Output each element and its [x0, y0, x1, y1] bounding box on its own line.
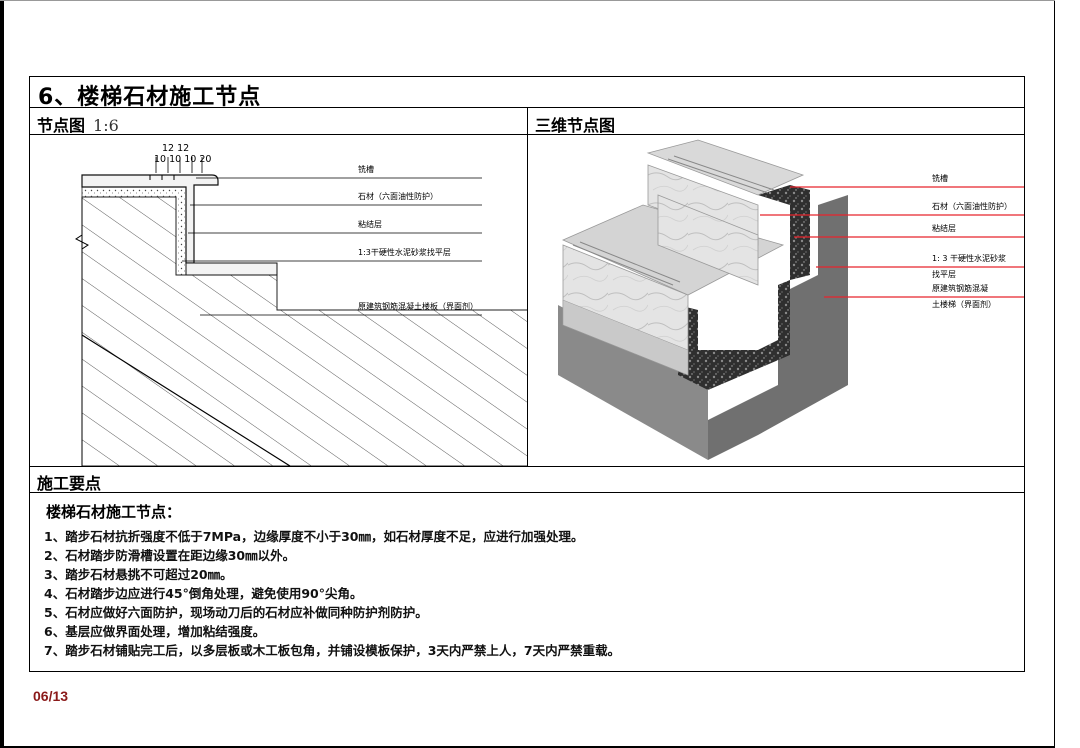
- section-detail-drawing: 12 12 10 10 10 20 铣槽 石材（六面油性防护） 粘结层 1:3干…: [75, 143, 527, 466]
- break-line: [75, 234, 89, 250]
- three-d-callout-groove: 铣槽: [932, 173, 948, 183]
- stair-soffit-line: [81, 334, 291, 466]
- page-title: 6、楼梯石材施工节点: [38, 85, 262, 110]
- detail-callout-mortar: 1:3干硬性水泥砂浆找平层: [358, 247, 451, 257]
- three-d-leaders: [760, 186, 1024, 298]
- detail-callout-adhesive: 粘结层: [358, 219, 382, 229]
- gravel-mortar-layer: [678, 280, 790, 390]
- page-bottom-edge: [0, 746, 1055, 748]
- upper-stone-riser: [657, 194, 759, 286]
- detail-callout-groove: 铣槽: [358, 164, 374, 174]
- anti-slip-grooves: [149, 175, 175, 180]
- drawing-scale: 1:6: [93, 116, 119, 135]
- notes-body: 楼梯石材施工节点： 1、踏步石材抗折强度不低于7MPa，边缘厚度不小于30㎜，如…: [44, 501, 1004, 660]
- detail-section-title: 节点图 1:6: [37, 112, 119, 136]
- three-d-callout-leveling: 找平层: [932, 269, 956, 279]
- three-d-callout-concrete-2: 土楼梯（界面剂）: [932, 299, 996, 309]
- detail-section-label: 节点图: [37, 116, 86, 135]
- note-item: 7、踏步石材铺贴完工后，以多层板或木工板包角，并铺设模板保护，3天内严禁上人，7…: [44, 643, 621, 658]
- note-item: 2、石材踏步防滑槽设置在距边缘30㎜以外。: [44, 548, 296, 563]
- detail-drawing-panel: 12 12 10 10 10 20 铣槽 石材（六面油性防护） 粘结层 1:3干…: [30, 135, 527, 466]
- note-item: 4、石材踏步边应进行45°倒角处理，避免使用90°尖角。: [44, 586, 363, 601]
- page-right-edge: [1054, 0, 1055, 748]
- page-top-edge: [0, 0, 1055, 1]
- concrete-front-face: [558, 305, 708, 460]
- notes-heading: 施工要点: [37, 474, 102, 493]
- detail-leaders: [182, 177, 482, 316]
- concrete-slab: [81, 196, 527, 466]
- stone-tread-lower: [185, 262, 278, 276]
- three-d-stair-render: 铣槽 石材（六面油性防护） 粘结层 1: 3 干硬性水泥砂浆 找平层 原建筑钢筋…: [558, 139, 1024, 460]
- detail-callout-stone: 石材（六面油性防护）: [358, 191, 438, 201]
- notes-title: 楼梯石材施工节点：: [46, 503, 182, 521]
- detail-callout-concrete: 原建筑钢筋混凝土楼板（界面剂）: [358, 301, 478, 311]
- notes-list: 1、踏步石材抗折强度不低于7MPa，边缘厚度不小于30㎜，如石材厚度不足，应进行…: [44, 527, 1004, 660]
- note-item: 5、石材应做好六面防护，现场动刀后的石材应补做同种防护剂防护。: [44, 605, 428, 620]
- notes-header: 施工要点: [30, 466, 1024, 493]
- lower-stone-riser: [562, 299, 689, 376]
- note-item: 6、基层应做界面处理，增加粘结强度。: [44, 624, 266, 639]
- three-d-callout-stone: 石材（六面油性防护）: [932, 201, 1012, 211]
- three-d-callout-adhesive: 粘结层: [932, 223, 956, 233]
- upper-stone-top: [646, 139, 805, 196]
- three-d-callout-mortar: 1: 3 干硬性水泥砂浆: [932, 253, 1006, 263]
- title-row: 6、楼梯石材施工节点: [30, 77, 1024, 110]
- note-item: 3、踏步石材悬挑不可超过20㎜。: [44, 567, 233, 582]
- tread-grooves-3d: [572, 155, 775, 286]
- page-left-edge: [0, 0, 4, 748]
- page-number: 06/13: [33, 688, 69, 704]
- dimension-ticks: [155, 157, 203, 173]
- three-d-callout-concrete-1: 原建筑钢筋混凝: [932, 283, 988, 293]
- gravel-mortar-upper: [758, 185, 810, 280]
- drawing-sheet: 6、楼梯石材施工节点 节点图 1:6 三维节点图: [29, 76, 1025, 672]
- panel-divider: [527, 108, 528, 466]
- note-item: 1、踏步石材抗折强度不低于7MPa，边缘厚度不小于30㎜，如石材厚度不足，应进行…: [44, 529, 584, 544]
- three-d-section-title: 三维节点图: [535, 116, 616, 135]
- dimension-top: 12 12: [162, 143, 189, 154]
- dimension-bottom: 10 10 10 20: [154, 154, 211, 165]
- three-d-drawing-panel: 铣槽 石材（六面油性防护） 粘结层 1: 3 干硬性水泥砂浆 找平层 原建筑钢筋…: [528, 135, 1024, 466]
